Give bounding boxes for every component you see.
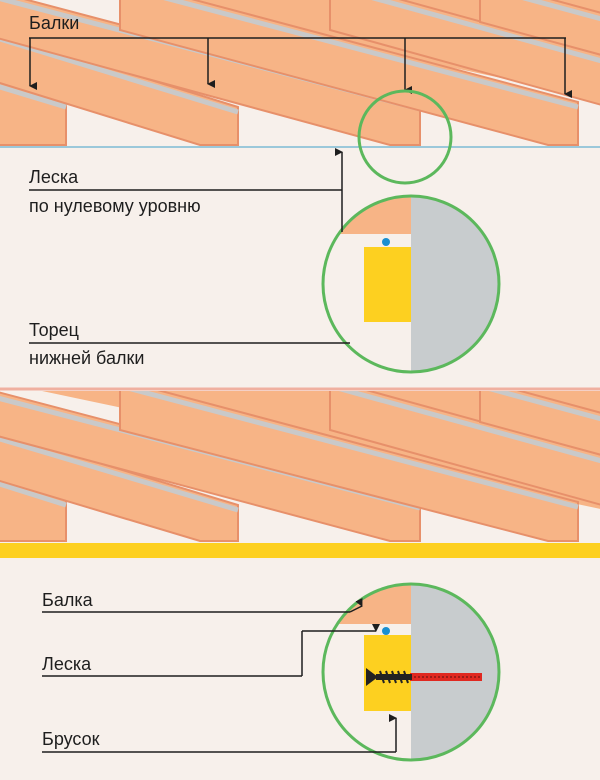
- wall: [411, 584, 499, 760]
- beam-4: [119, 0, 579, 146]
- beams-label: Балки: [29, 13, 80, 33]
- beam-2: [0, 431, 239, 542]
- beam: [323, 584, 411, 624]
- beam-6: [479, 0, 600, 56]
- beam-end-label-2: нижней балки: [29, 348, 145, 368]
- beam-4: [119, 391, 579, 542]
- detail-circle-2: [321, 582, 501, 762]
- zero-line-label-1: Леска: [29, 167, 79, 187]
- beams-leader: [29, 37, 572, 98]
- detail-circle-1: [321, 194, 501, 374]
- beam-end: [323, 196, 411, 234]
- beam-end-label-1: Торец: [29, 320, 79, 340]
- middle-beams: [0, 391, 600, 542]
- highlight-circle-small: [357, 89, 453, 185]
- bottom-leaders: [42, 597, 397, 753]
- line-label: Леска: [42, 654, 92, 674]
- bar-label: Брусок: [42, 729, 100, 749]
- beam-6: [479, 391, 600, 456]
- bar: [364, 247, 411, 322]
- beam-label: Балка: [42, 590, 93, 610]
- screw-icon: [366, 668, 482, 686]
- zero-line-leader: [29, 148, 343, 232]
- zero-line-label-2: по нулевому уровню: [29, 196, 201, 216]
- top-beams: [0, 0, 600, 146]
- bar-strip: [0, 543, 600, 558]
- wall: [411, 196, 499, 372]
- line-dot-icon: [382, 238, 390, 246]
- beam-2: [0, 32, 239, 146]
- line-dot-icon: [382, 627, 390, 635]
